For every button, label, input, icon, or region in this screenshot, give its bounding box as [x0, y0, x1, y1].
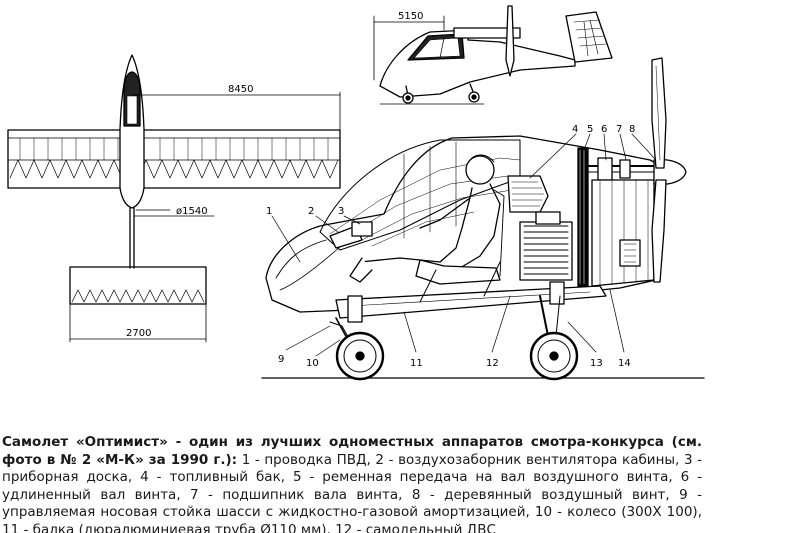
callout-8: 8	[629, 124, 635, 135]
callout-10: 10	[306, 358, 319, 369]
callout-2: 2	[308, 206, 314, 217]
callout-14: 14	[618, 358, 631, 369]
dim-tail-span: 2700	[126, 328, 151, 339]
callout-11: 11	[410, 358, 423, 369]
caption-title: Самолет «Оптимист» - один из лучших одно…	[2, 434, 702, 468]
callout-13: 13	[590, 358, 603, 369]
dim-side-length: 5150	[398, 11, 423, 22]
aircraft-drawing: 5150 8450 ø1540 2700 1 2 3 4 5 6 7 8 9 1…	[7, 5, 705, 381]
dim-wingspan: 8450	[228, 84, 253, 95]
figure-caption: Самолет «Оптимист» - один из лучших одно…	[2, 434, 702, 533]
top-view	[7, 54, 341, 343]
callout-6: 6	[601, 124, 607, 135]
callout-9: 9	[278, 354, 284, 365]
callout-7: 7	[616, 124, 622, 135]
cutaway-side-view	[261, 57, 705, 381]
callout-5: 5	[587, 124, 593, 135]
callout-4: 4	[572, 124, 578, 135]
callout-1: 1	[266, 206, 272, 217]
caption-body: 1 - проводка ПВД, 2 - воздухозаборник ве…	[2, 451, 702, 533]
small-side-view	[373, 5, 613, 105]
dim-propeller: ø1540	[176, 206, 208, 217]
callout-3: 3	[338, 206, 344, 217]
callout-12: 12	[486, 358, 499, 369]
